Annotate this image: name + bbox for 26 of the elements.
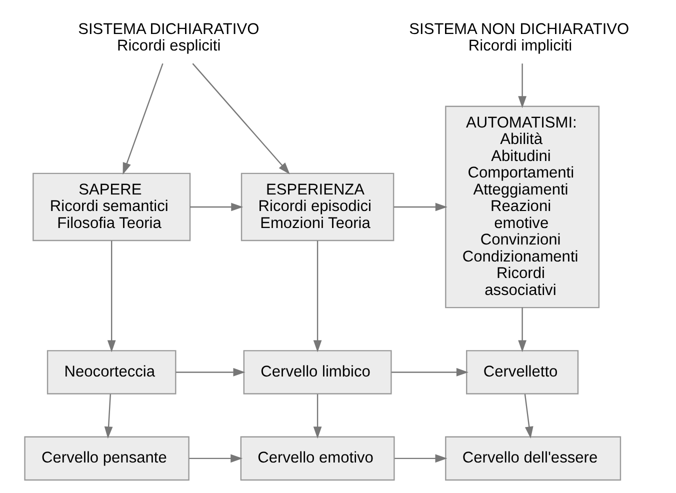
- arrow: [524, 394, 533, 439]
- arrow: [175, 368, 245, 376]
- arrow: [192, 63, 290, 174]
- node-box: ESPERIENZA Ricordi episodici Emozioni Teoria: [240, 172, 394, 242]
- node-box: Cervello emotivo: [240, 436, 394, 481]
- node-box: Cervelletto: [466, 350, 578, 394]
- arrow: [393, 202, 447, 212]
- arrow: [394, 454, 447, 463]
- arrow: [188, 454, 242, 463]
- node-box: AUTOMATISMI: Abilità Abitudini Comportamenti Atteggiamenti Reazioni emotive Convinzioni Condizionamenti Ricordi associativi: [444, 106, 600, 308]
- node-text: SISTEMA DICHIARATIVO Ricordi espliciti: [78, 20, 259, 55]
- arrow: [104, 394, 112, 439]
- arrow: [518, 64, 526, 108]
- node-box: SAPERE Ricordi semantici Filosofia Teoria: [32, 172, 190, 242]
- arrow: [518, 308, 526, 352]
- arrow: [106, 240, 116, 352]
- node-box: Cervello pensante: [24, 436, 189, 481]
- arrow: [312, 394, 322, 439]
- arrow: [122, 63, 163, 175]
- node-box: Cervello dell'essere: [444, 436, 621, 481]
- arrow: [391, 368, 468, 376]
- arrow: [312, 240, 322, 352]
- node-box: Cervello limbico: [242, 350, 392, 394]
- arrow: [190, 202, 243, 212]
- node-text: SISTEMA NON DICHIARATIVO Ricordi impliciti: [408, 20, 629, 55]
- node-box: Neocorteccia: [46, 350, 176, 394]
